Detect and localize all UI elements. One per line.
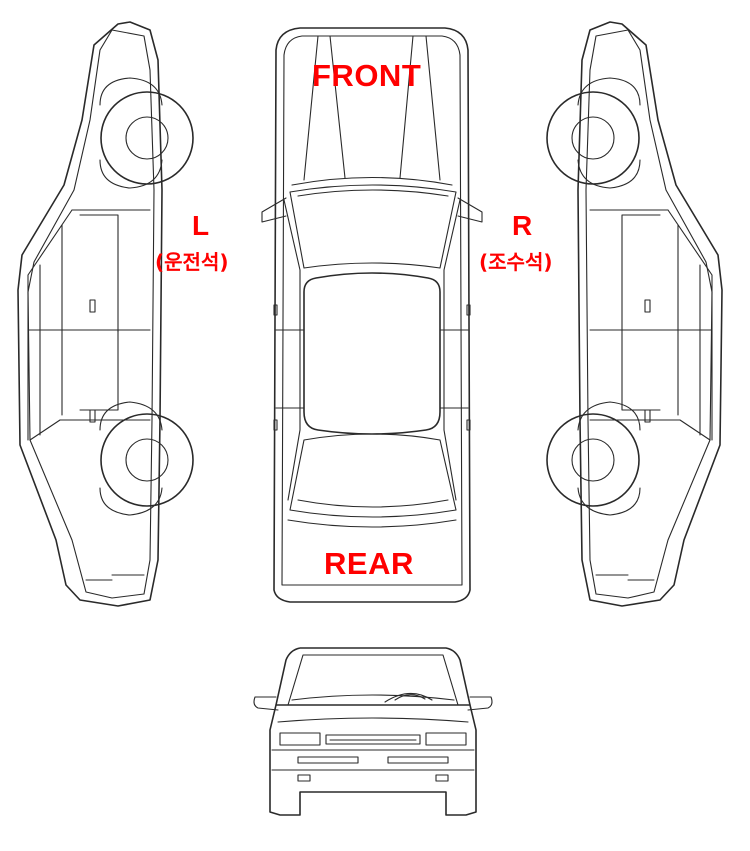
car-left-side-view: [17, 21, 194, 607]
rear-label: REAR: [324, 546, 414, 581]
car-top-view: [261, 27, 483, 603]
right-side-label: R: [512, 210, 533, 241]
right-side-sublabel: (조수석): [479, 250, 553, 274]
car-front-view: [253, 647, 493, 816]
front-label: FRONT: [312, 58, 422, 93]
left-side-label: L: [192, 210, 210, 241]
left-side-sublabel: (운전석): [155, 250, 229, 274]
car-right-side-view: [546, 21, 723, 607]
